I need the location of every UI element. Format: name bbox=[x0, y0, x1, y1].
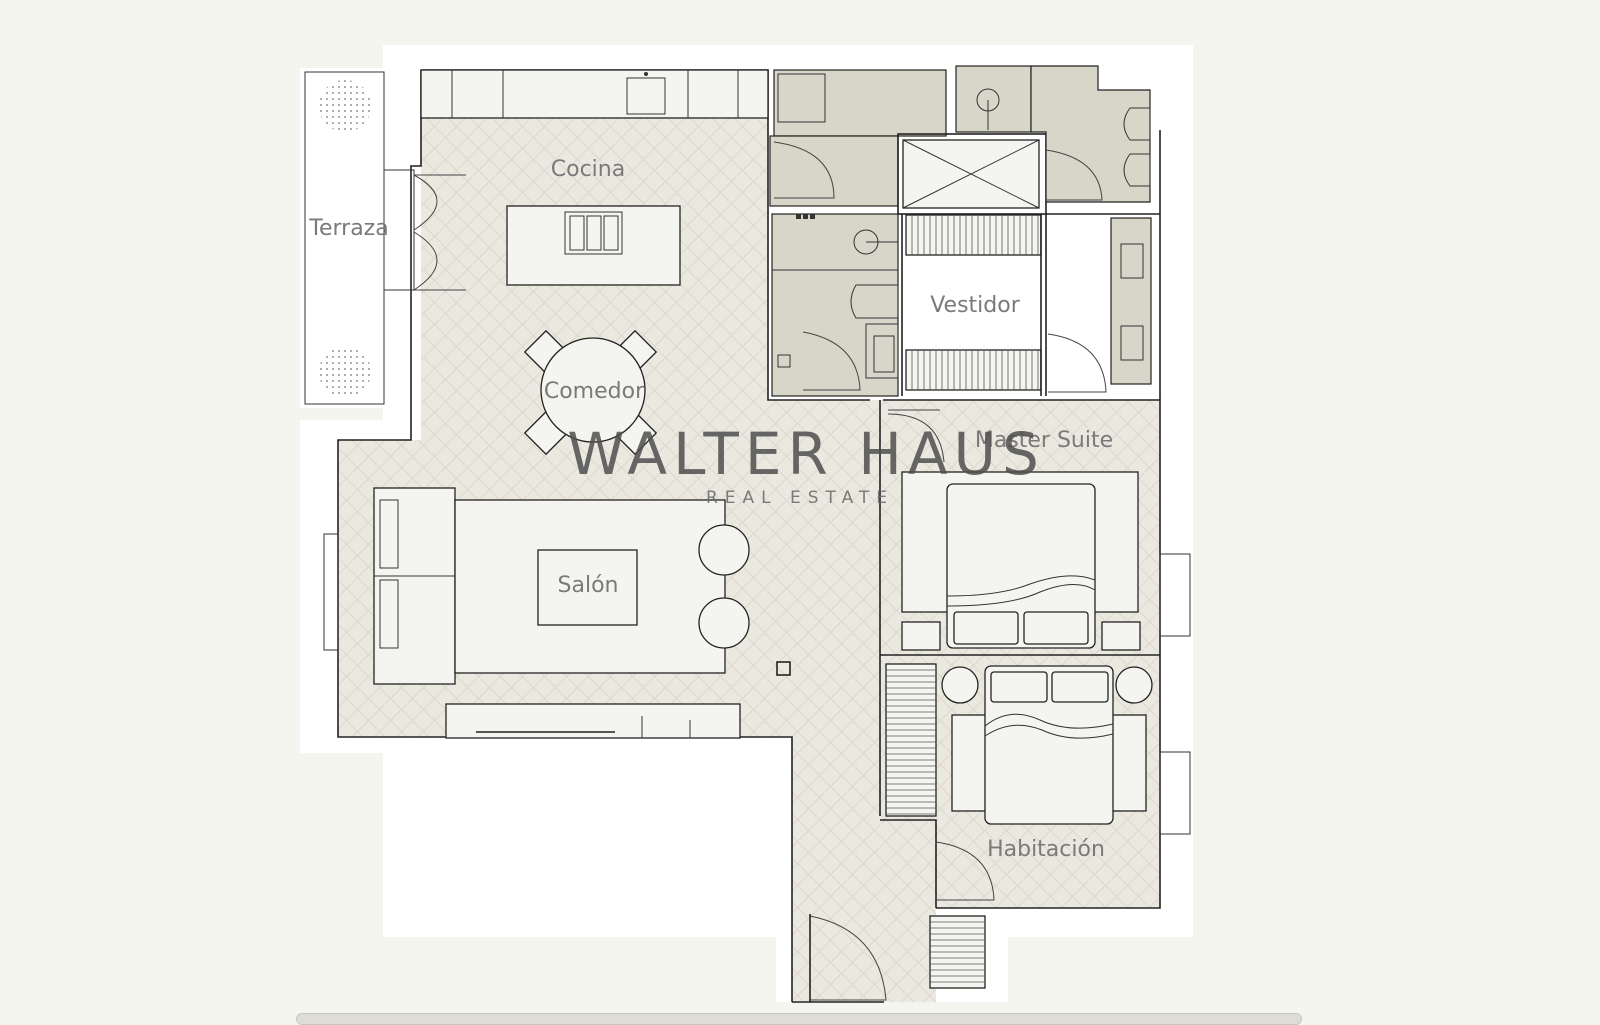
sofa bbox=[373, 487, 456, 685]
terrace-door-icon bbox=[413, 174, 438, 291]
label-terraza: Terraza bbox=[308, 216, 388, 241]
double-vanity bbox=[1110, 217, 1152, 385]
scroll-strip bbox=[296, 1013, 1302, 1025]
shrub-icon bbox=[319, 346, 371, 398]
armchair bbox=[698, 524, 750, 576]
second-bedroom bbox=[885, 663, 1191, 901]
cooktop-icon bbox=[564, 211, 623, 255]
door-icon bbox=[802, 331, 861, 391]
tv-unit bbox=[445, 703, 741, 739]
label-comedor: Comedor bbox=[544, 379, 645, 404]
label-master-suite: Master Suite bbox=[975, 428, 1113, 453]
window bbox=[1159, 751, 1191, 835]
pillow bbox=[990, 671, 1048, 703]
lamp-icon bbox=[941, 666, 979, 704]
entrance-door-icon bbox=[809, 915, 887, 1001]
master-bedroom bbox=[887, 409, 1191, 651]
lamp-icon bbox=[1115, 666, 1153, 704]
door-icon bbox=[1045, 149, 1103, 201]
dining-set bbox=[523, 329, 658, 456]
watermark-tagline: REAL ESTATE bbox=[706, 488, 894, 508]
door-icon bbox=[935, 841, 995, 901]
closet-hangers-bottom bbox=[911, 350, 1039, 390]
wardrobe bbox=[885, 663, 937, 817]
terrace bbox=[304, 71, 466, 405]
label-vestidor: Vestidor bbox=[930, 293, 1021, 318]
kitchen-fixtures bbox=[420, 69, 769, 286]
ensuite-bathroom bbox=[955, 65, 1161, 400]
pillow bbox=[1051, 671, 1109, 703]
washbasin-icon bbox=[1120, 325, 1144, 361]
shrub-icon bbox=[319, 80, 371, 132]
living-room-furniture bbox=[323, 487, 791, 739]
toilet-icon bbox=[1123, 107, 1151, 141]
closet-rail-top bbox=[905, 214, 1042, 256]
closet-rail-bottom bbox=[905, 349, 1042, 391]
entry-closet-hangers bbox=[930, 921, 985, 983]
wardrobe-hangers bbox=[886, 669, 936, 815]
label-salon: Salón bbox=[558, 573, 619, 598]
nightstand bbox=[1101, 621, 1141, 651]
nightstand bbox=[901, 621, 941, 651]
window bbox=[1159, 553, 1191, 637]
utility-room bbox=[769, 69, 947, 207]
dining-table bbox=[540, 337, 646, 443]
door-icon bbox=[1047, 333, 1107, 393]
coffee-table bbox=[537, 549, 638, 626]
label-habitacion: Habitación bbox=[987, 837, 1105, 862]
label-cocina: Cocina bbox=[551, 157, 625, 182]
washbasin-icon bbox=[1120, 243, 1144, 279]
watermark-brand: WALTER HAUS bbox=[567, 420, 1045, 488]
armchair bbox=[698, 597, 750, 649]
door-icon bbox=[887, 409, 945, 463]
pillow bbox=[953, 611, 1019, 645]
toilet-icon bbox=[850, 284, 899, 319]
pillow bbox=[1023, 611, 1089, 645]
bidet-icon bbox=[1123, 153, 1151, 187]
closet-hangers-top bbox=[911, 215, 1039, 255]
walk-in-closet bbox=[897, 133, 1047, 396]
bed bbox=[946, 483, 1096, 649]
sink-icon bbox=[626, 77, 666, 115]
guest-bathroom bbox=[771, 213, 899, 397]
door-icon bbox=[773, 141, 835, 199]
kitchen-island bbox=[506, 205, 681, 286]
entrance bbox=[809, 914, 986, 1002]
column bbox=[776, 661, 791, 676]
window bbox=[323, 533, 339, 651]
bed bbox=[984, 665, 1114, 825]
